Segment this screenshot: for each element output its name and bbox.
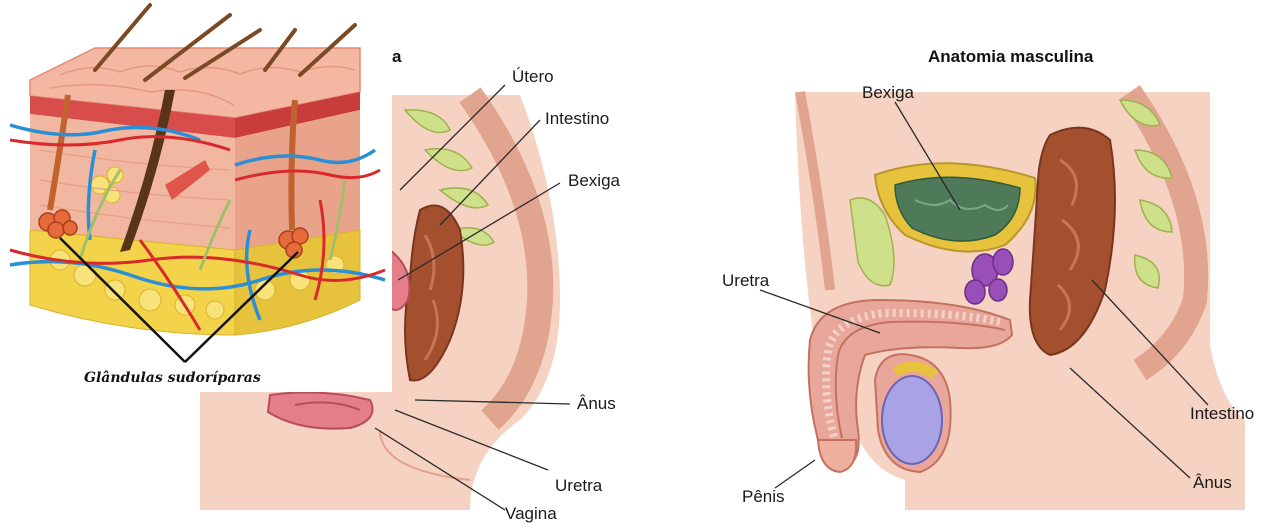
male-glans xyxy=(818,440,856,472)
label-bexiga-male: Bexiga xyxy=(862,83,915,102)
male-anatomy-panel: Anatomia masculina xyxy=(722,47,1254,510)
label-intestino-female: Intestino xyxy=(545,109,609,128)
label-uretra-female: Uretra xyxy=(555,476,603,495)
male-testis xyxy=(882,376,942,464)
skin-inset-caption: Glândulas sudoríparas xyxy=(84,370,261,386)
label-bexiga-female: Bexiga xyxy=(568,171,621,190)
label-utero: Útero xyxy=(512,67,554,86)
label-anus-female: Ânus xyxy=(577,394,616,413)
male-panel-title: Anatomia masculina xyxy=(928,47,1094,66)
leader-penis xyxy=(775,460,815,488)
label-vagina: Vagina xyxy=(505,504,557,523)
label-anus-male: Ânus xyxy=(1193,473,1232,492)
female-title-fragment: a xyxy=(392,47,402,66)
skin-inset: Glândulas sudoríparas xyxy=(0,0,392,392)
label-penis: Pênis xyxy=(742,487,785,506)
label-uretra-male: Uretra xyxy=(722,271,770,290)
label-intestino-male: Intestino xyxy=(1190,404,1254,423)
